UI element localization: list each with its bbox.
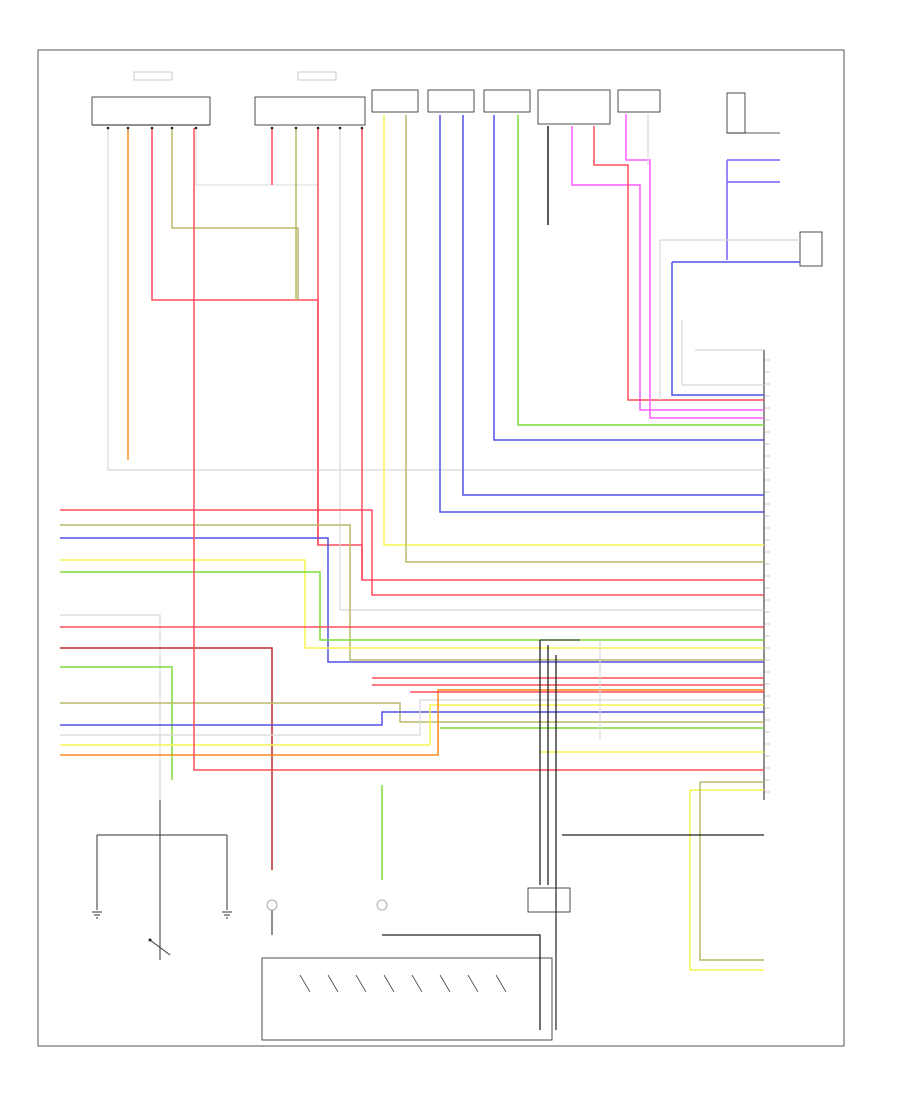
connector-icon: [266, 899, 388, 911]
wire-gray-left-12: [60, 699, 764, 736]
wire-green-center-speaker: [517, 115, 764, 426]
component-left-rear-tweeter: [617, 89, 661, 113]
component-speaker-left-front-tweeter: [254, 71, 366, 126]
wire-yellow-bottom-right: [689, 790, 764, 971]
wire-blue-lf-speaker-2: [462, 115, 764, 496]
wire-blue-left-11: [60, 711, 764, 726]
component-speaker-right-front-tweeter: [91, 71, 211, 126]
component-right-front-speaker: [371, 89, 419, 113]
wire-gray-lf-tweeter: [339, 128, 764, 611]
wire-yellow-left-13: [60, 704, 764, 746]
wire-blue-left-3: [60, 537, 764, 663]
wire-green-left-5: [60, 571, 764, 641]
wire-red-left-1: [60, 509, 764, 596]
wire-darkred-left-8: [60, 647, 273, 870]
wire-blue-rr-down: [671, 262, 764, 396]
wire-gray-left-6: [60, 614, 161, 800]
diagram-border: [37, 49, 845, 1047]
component-ignition-relay-top-right: [726, 92, 780, 134]
wire-pink-lr-speaker: [571, 126, 764, 411]
component-center-speaker: [483, 89, 531, 113]
wire-olive-left-2: [60, 524, 764, 661]
wire-red-left-15: [193, 128, 764, 771]
wire-green-left-9: [60, 666, 173, 780]
wire-blue-lf-speaker: [439, 115, 764, 513]
wire-orange-left-14: [60, 689, 764, 756]
terminal-dots: [106, 126, 364, 130]
ground-symbol-icon: [92, 800, 232, 960]
wire-olive-rf-tweeter: [171, 128, 299, 300]
wire-red-lr-speaker: [593, 126, 764, 401]
wire-gray-rf-tweeter: [107, 128, 764, 471]
component-right-rear-speaker: [799, 231, 823, 267]
wire-olive-rf-speaker: [405, 115, 764, 563]
switch-contact-icon: [148, 938, 171, 956]
component-audio-control-switch: [261, 910, 553, 1041]
wire-yellow-left-4: [60, 559, 764, 649]
wire-red-rf-tweeter-2: [195, 128, 318, 186]
component-left-rear-speaker: [537, 89, 611, 125]
wire-olive-bottom-right: [699, 782, 764, 961]
wire-yellow-rf-speaker: [383, 115, 764, 546]
wire-pink-lr-tweeter: [625, 114, 764, 419]
audio-switch-contacts: [299, 974, 507, 993]
amplifier-pin-ticks: [764, 359, 770, 793]
wire-blue-center-speaker: [493, 115, 764, 441]
wire-gray-ground-right: [681, 320, 764, 386]
component-joint-connector: [527, 887, 571, 913]
component-left-front-speaker: [427, 89, 475, 113]
